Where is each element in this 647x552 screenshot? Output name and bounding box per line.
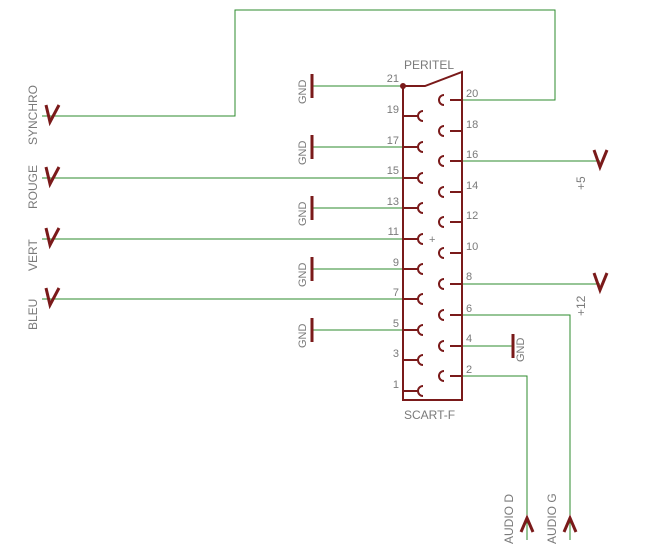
label-rouge: ROUGE: [26, 165, 40, 209]
gnd-labels: GND GND GND GND GND GND: [297, 80, 527, 363]
left-pin-numbers: 21 19 17 15 13 11 9 7 5 3 1: [387, 73, 399, 391]
scart-connector: [402, 70, 463, 401]
wire-audio-g: [462, 314, 571, 540]
pin-number: 13: [387, 196, 399, 208]
gnd-label: GND: [297, 263, 309, 288]
label-synchro: SYNCHRO: [26, 85, 40, 145]
pin-number: 2: [466, 364, 472, 376]
arrow-bleu: [44, 287, 61, 310]
gnd-label: GND: [297, 141, 309, 166]
label-plus12: +12: [574, 295, 588, 316]
arrow-audio-g: [562, 514, 578, 533]
label-plus5: +5: [574, 176, 588, 190]
connector-outline: [402, 70, 463, 401]
pin-number: 3: [393, 348, 399, 360]
pin-number: 4: [466, 333, 472, 345]
pin-number: 19: [387, 104, 399, 116]
arrow-plus12: [592, 272, 609, 295]
gnd-label: GND: [515, 338, 527, 363]
pin21-junction-dot: [400, 83, 406, 89]
connector-title: PERITEL: [404, 58, 454, 72]
pin-number: 8: [466, 271, 472, 283]
arrow-vert: [44, 227, 61, 250]
pin-number: 9: [393, 257, 399, 269]
pin-number: 7: [393, 287, 399, 299]
pin-number: 16: [466, 149, 478, 161]
pin-number: 14: [466, 180, 478, 192]
pin-number: 6: [466, 303, 472, 315]
gnd-symbols: [310, 74, 515, 358]
wires: [42, 9, 600, 540]
pin-number: 15: [387, 165, 399, 177]
arrow-rouge: [44, 166, 61, 189]
pin-number: 20: [466, 88, 478, 100]
pin-number: 17: [387, 135, 399, 147]
arrow-synchro: [44, 104, 61, 127]
pin-number: 18: [466, 119, 478, 131]
pin-number: 21: [387, 73, 399, 85]
plus-mark: +: [429, 234, 435, 246]
connector-part: SCART-F: [404, 408, 455, 422]
left-pin-stubs: [403, 110, 424, 397]
arrow-audio-d: [519, 514, 535, 533]
label-vert: VERT: [26, 239, 40, 271]
label-audio-d: AUDIO D: [502, 494, 516, 544]
pin-number: 12: [466, 210, 478, 222]
gnd-label: GND: [297, 324, 309, 349]
wire-audio-d: [462, 375, 528, 540]
right-pin-stubs: [438, 94, 462, 382]
pin-number: 11: [388, 226, 399, 238]
port-arrows: [44, 104, 609, 533]
pin-number: 1: [393, 379, 399, 391]
right-pin-numbers: 20 18 16 14 12 10 8 6 4 2: [466, 88, 478, 376]
label-bleu: BLEU: [26, 299, 40, 330]
gnd-label: GND: [297, 202, 309, 227]
pin-number: 10: [466, 241, 478, 253]
arrow-plus5: [592, 149, 609, 172]
label-audio-g: AUDIO G: [545, 493, 559, 544]
signal-labels: SYNCHRO ROUGE VERT BLEU +5 +12 AUDIO D A…: [26, 85, 588, 544]
pin-number: 5: [393, 318, 399, 330]
gnd-label: GND: [297, 80, 309, 105]
wire-synchro: [42, 9, 556, 117]
